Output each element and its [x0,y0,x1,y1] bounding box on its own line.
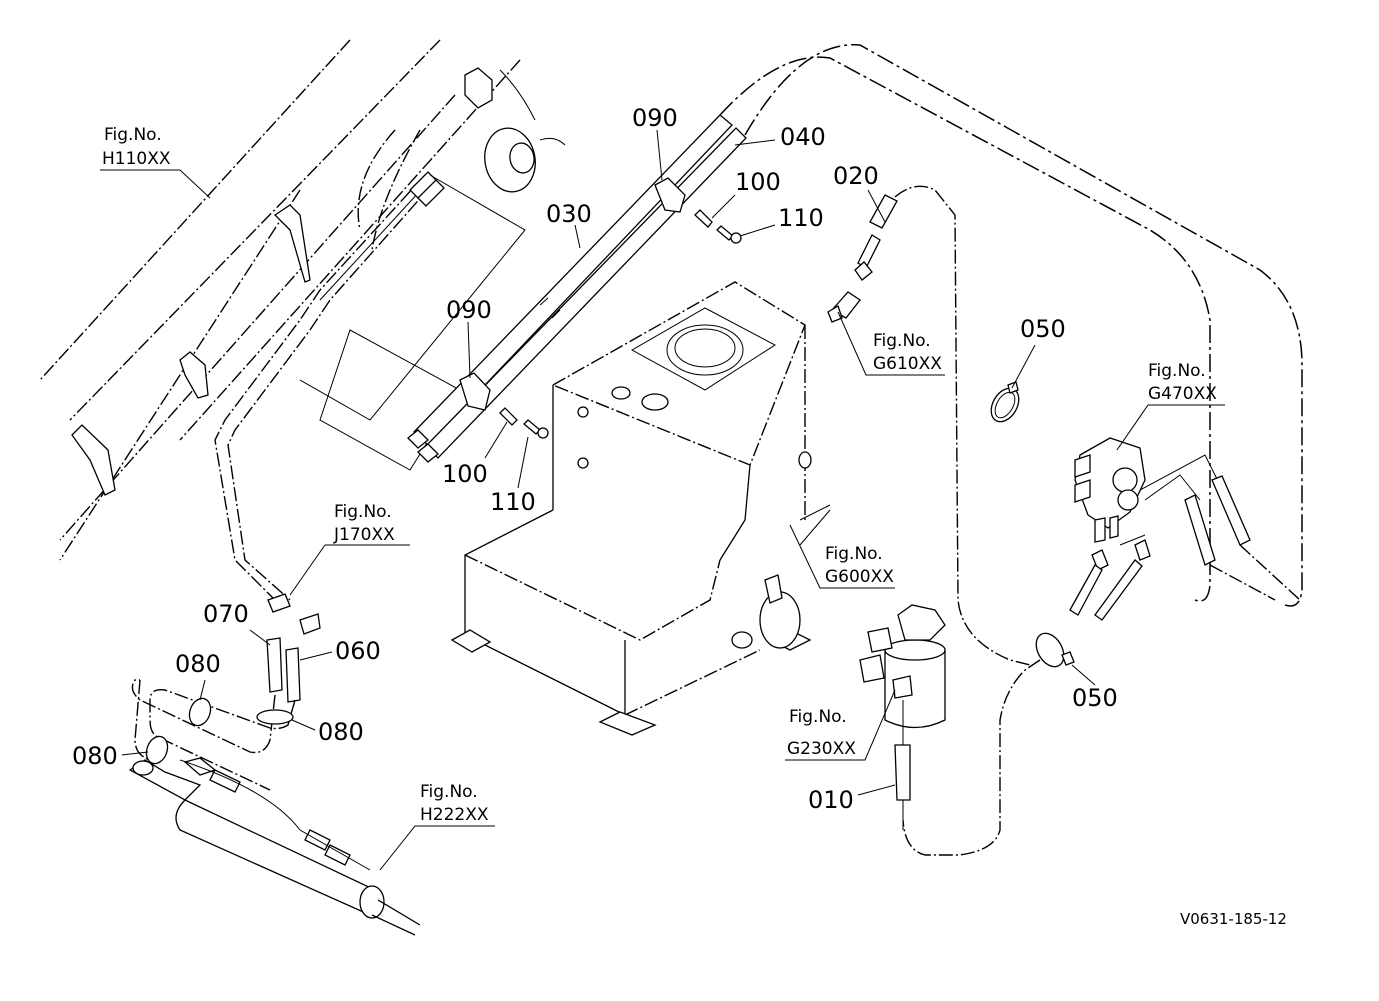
fig-ref-h110xx: Fig.No. H110XX [102,125,171,169]
label-070: 070 [203,600,249,628]
fig-ref-g230xx: Fig.No. G230XX [787,707,856,759]
figure-refs: Fig.No. H110XX Fig.No. G610XX Fig.No. G4… [102,125,1217,825]
fig-ref-code: G230XX [787,739,856,759]
fig-ref-g470xx: Fig.No. G470XX [1148,361,1217,404]
hose-030 [413,44,1303,607]
hose-020 [854,185,1031,666]
label-080-a: 080 [175,650,221,678]
hose-010 [894,700,911,830]
hose-fittings-lower [407,429,439,463]
label-100-upper: 100 [735,168,781,196]
fittings-060-070 [266,593,321,703]
clamp-050-hose [902,632,1075,856]
fig-ref-prefix: Fig.No. [334,502,392,522]
hydraulic-tank [450,281,831,736]
fig-ref-j170xx: Fig.No. J170XX [333,502,395,545]
fig-ref-prefix: Fig.No. [104,125,162,145]
label-080-c: 080 [72,742,118,770]
fig-ref-code: J170XX [333,525,395,545]
fig-ref-code: H110XX [102,149,171,169]
label-100-lower: 100 [442,460,488,488]
clamp-090-upper [654,177,686,213]
label-010: 010 [808,786,854,814]
fig-ref-h222xx: Fig.No. H222XX [420,782,489,825]
filter [859,604,946,729]
fig-ref-prefix: Fig.No. [789,707,847,727]
elbow-fitting [827,291,861,323]
label-080-b: 080 [318,718,364,746]
drawing-code: V0631-185-12 [1180,910,1287,928]
fig-ref-g600xx: Fig.No. G600XX [825,544,894,587]
clamp-080-c [145,735,169,765]
left-pipe-run [214,171,526,601]
label-050-hose: 050 [1072,684,1118,712]
fig-ref-code: G470XX [1148,384,1217,404]
fig-ref-prefix: Fig.No. [873,331,931,351]
fig-ref-prefix: Fig.No. [1148,361,1206,381]
label-110-lower: 110 [490,488,536,516]
clamp-080-b [256,709,294,725]
clamp-050-loose [990,381,1020,423]
clamp-080-a [188,697,212,727]
label-030: 030 [546,200,592,228]
bolt-110-lower [523,419,549,439]
valve-block [1069,437,1301,621]
fig-ref-prefix: Fig.No. [825,544,883,564]
label-060: 060 [335,637,381,665]
fig-ref-code: H222XX [420,805,489,825]
label-090-upper: 090 [632,104,678,132]
fig-ref-code: G610XX [873,354,942,374]
label-110-upper: 110 [778,204,824,232]
clamp-090-lower [459,372,491,411]
spacer-100-lower [499,407,518,426]
part-labels: 090 040 100 110 020 030 090 100 110 050 … [72,104,1118,814]
fig-ref-g610xx: Fig.No. G610XX [873,331,942,374]
spacer-100-upper [694,209,713,228]
leader-lines [100,129,1225,871]
bolt-110-upper [716,225,742,244]
hydraulic-cylinder [128,757,421,936]
label-020: 020 [833,162,879,190]
label-050-loose: 050 [1020,315,1066,343]
fig-ref-prefix: Fig.No. [420,782,478,802]
boom-frame [39,39,566,561]
label-090-lower: 090 [446,296,492,324]
fig-ref-code: G600XX [825,567,894,587]
label-040: 040 [780,123,826,151]
